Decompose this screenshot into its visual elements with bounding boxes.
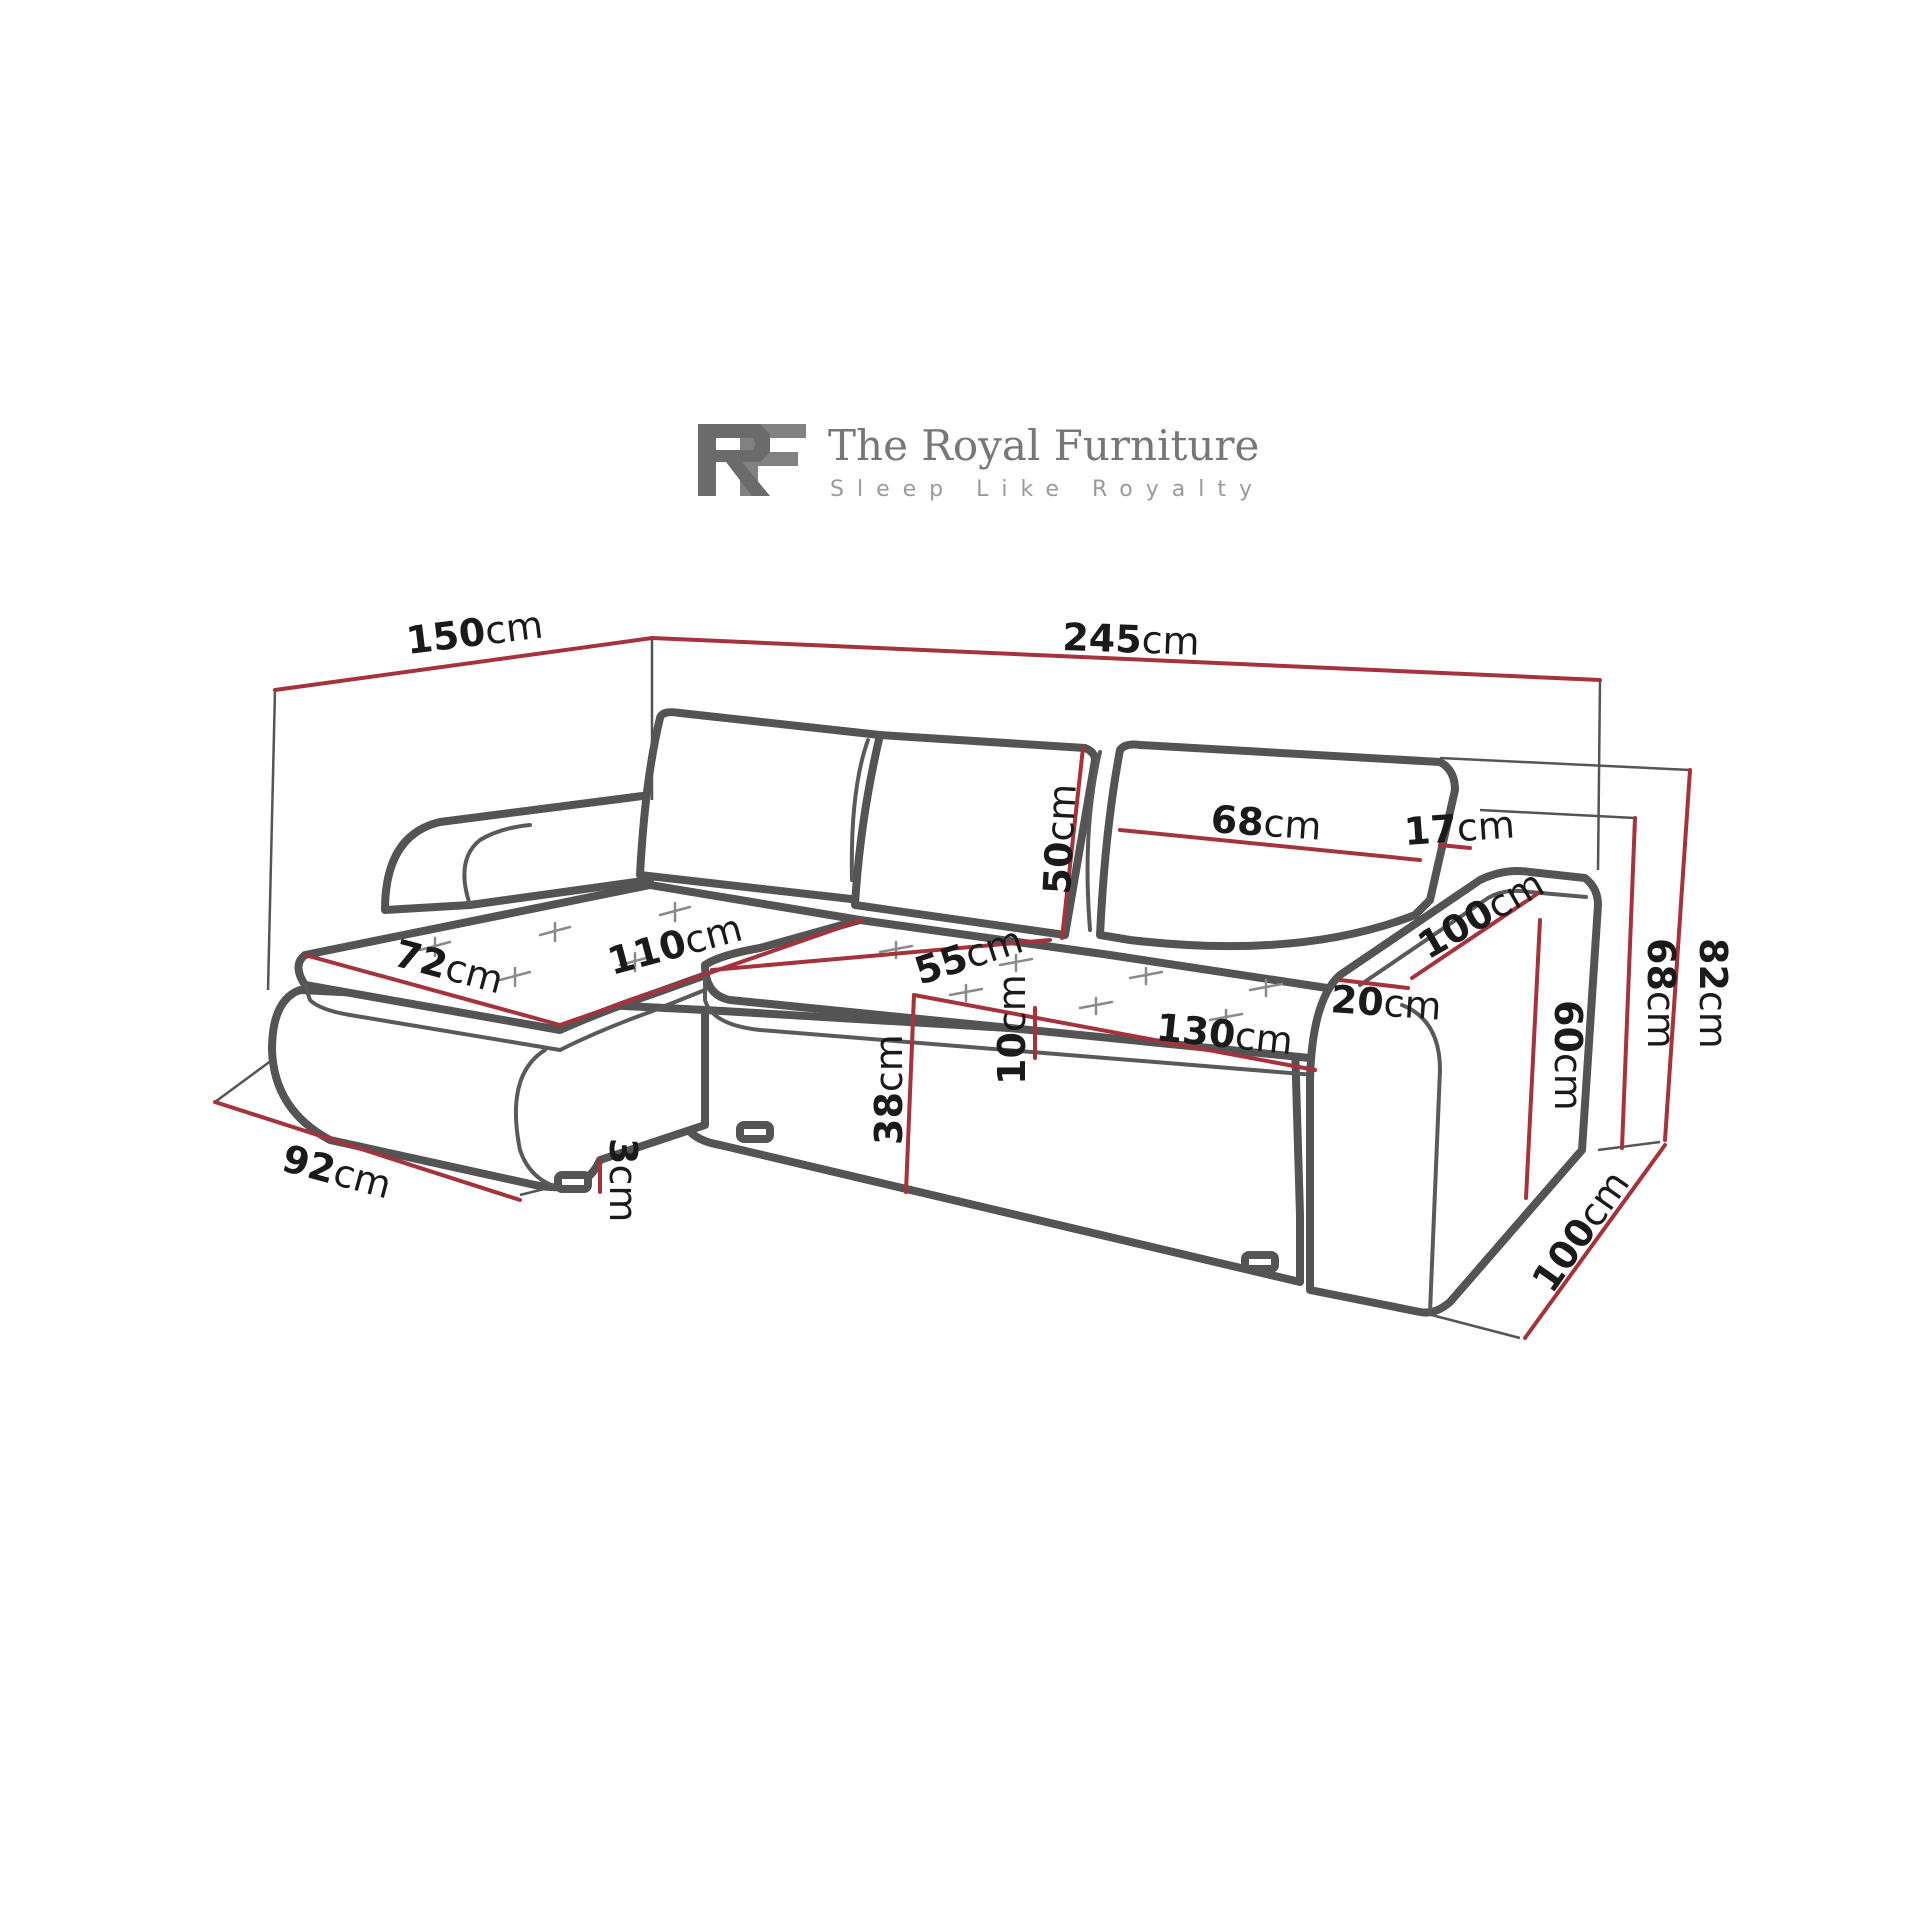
label-seat-height: 38cm: [867, 1034, 911, 1145]
cushion-seam-2: [1085, 750, 1102, 932]
back-cushion-left: [636, 708, 884, 904]
dim-line-130: [912, 993, 1317, 1072]
label-backrest-height: 50cm: [1035, 783, 1085, 896]
dim-line-100-arm: [1410, 890, 1542, 980]
extension-lines: [214, 640, 1691, 1340]
dim-line-150: [273, 636, 654, 692]
dim-line-72: [303, 953, 562, 1027]
dim-line-92: [213, 1100, 522, 1202]
dim-line-100-depth: [1523, 1143, 1667, 1340]
armrest-front-edge: [1400, 1003, 1442, 1314]
front-foot-left: [736, 1121, 774, 1143]
dim-line-245: [650, 636, 1602, 682]
dim-line-17: [1438, 843, 1472, 850]
logo-f-shape: [740, 424, 806, 496]
label-armrest-height: 60cm: [1546, 1000, 1590, 1111]
dim-line-38: [904, 993, 916, 1194]
label-back-cushion-depth: 17cm: [1403, 802, 1517, 854]
front-foot-right: [1241, 1251, 1279, 1273]
brand-name: The Royal Furniture: [828, 421, 1259, 470]
label-back-height: 68cm: [1639, 938, 1683, 1049]
chaise-roll-line: [513, 1048, 562, 1190]
cushion-seam-1: [849, 738, 870, 882]
label-chaise-seat-width: 72cm: [390, 931, 508, 1002]
dim-line-20: [1338, 978, 1410, 990]
dim-line-82: [1663, 768, 1692, 1142]
label-total-height: 82cm: [1691, 938, 1735, 1049]
dim-line-68-height: [1620, 816, 1637, 1150]
label-back-cushion-width: 68cm: [1209, 797, 1323, 849]
dim-line-55: [710, 938, 1052, 972]
sofa-drawing: [268, 708, 1602, 1317]
dimension-lines: [213, 636, 1692, 1340]
armrest-top-inner: [1358, 888, 1588, 987]
chaise-cushion-front: [303, 983, 707, 1052]
dim-line-110: [558, 918, 864, 1027]
brand-logo-mark: [698, 424, 806, 496]
dim-line-50: [1060, 746, 1085, 940]
back-cushion-middle: [851, 731, 1099, 939]
label-foot-height: 3cm: [601, 1138, 645, 1222]
label-armrest-width: 20cm: [1329, 977, 1443, 1029]
label-cushion-thickness: 10cm: [990, 974, 1034, 1085]
label-chaise-length: 150cm: [404, 603, 546, 663]
dim-line-68-back: [1118, 828, 1422, 862]
brand-tagline: Sleep Like Royalty: [830, 477, 1265, 502]
right-armrest: [1306, 867, 1602, 1317]
chaise-arm-roll: [462, 823, 532, 907]
brand-logo: The Royal Furniture Sleep Like Royalty: [698, 421, 1265, 502]
tufting: [418, 901, 1284, 1028]
label-seat-width: 130cm: [1154, 1005, 1295, 1063]
chaise-foot: [554, 1171, 592, 1193]
main-cushion-front: [703, 973, 1317, 1077]
dim-line-60: [1524, 918, 1542, 1200]
label-overall-width: 245cm: [1062, 615, 1201, 664]
